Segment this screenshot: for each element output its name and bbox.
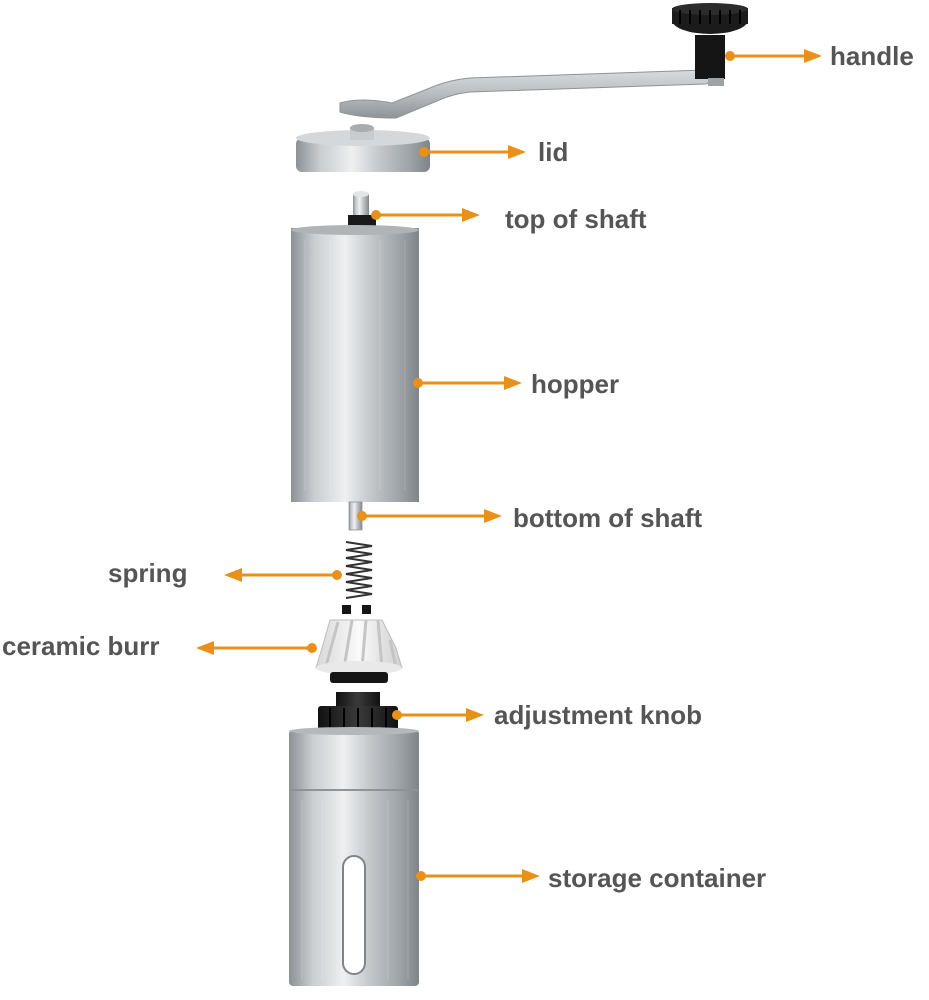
arrow-ceramic-burr: [196, 641, 317, 655]
label-storage-container: storage container: [548, 863, 766, 893]
label-ceramic-burr: ceramic burr: [2, 631, 160, 661]
label-hopper: hopper: [531, 369, 619, 399]
arrow-spring: [224, 568, 342, 582]
label-lid: lid: [538, 137, 568, 167]
hopper-part: [291, 225, 419, 502]
arrow-handle: [725, 49, 822, 63]
arrow-top-of-shaft: [371, 208, 480, 222]
storage-container-part: [289, 727, 419, 986]
label-top-of-shaft: top of shaft: [505, 204, 647, 234]
callout-arrows: [196, 49, 822, 883]
top-of-shaft-part: [348, 191, 376, 228]
arrow-lid: [419, 145, 526, 159]
arrow-storage-container: [416, 869, 540, 883]
adjustment-knob-part: [318, 692, 398, 730]
arrow-adjustment-knob: [392, 708, 484, 722]
handle-part: [339, 3, 748, 119]
ceramic-burr-part: [315, 619, 403, 683]
label-spring: spring: [108, 558, 187, 588]
arrow-bottom-of-shaft: [357, 509, 502, 523]
label-bottom-of-shaft: bottom of shaft: [513, 503, 703, 533]
lid-part: [296, 124, 430, 172]
label-handle: handle: [830, 41, 914, 71]
spring-part: [342, 541, 373, 614]
label-adjustment-knob: adjustment knob: [494, 700, 702, 730]
arrow-hopper: [413, 376, 522, 390]
